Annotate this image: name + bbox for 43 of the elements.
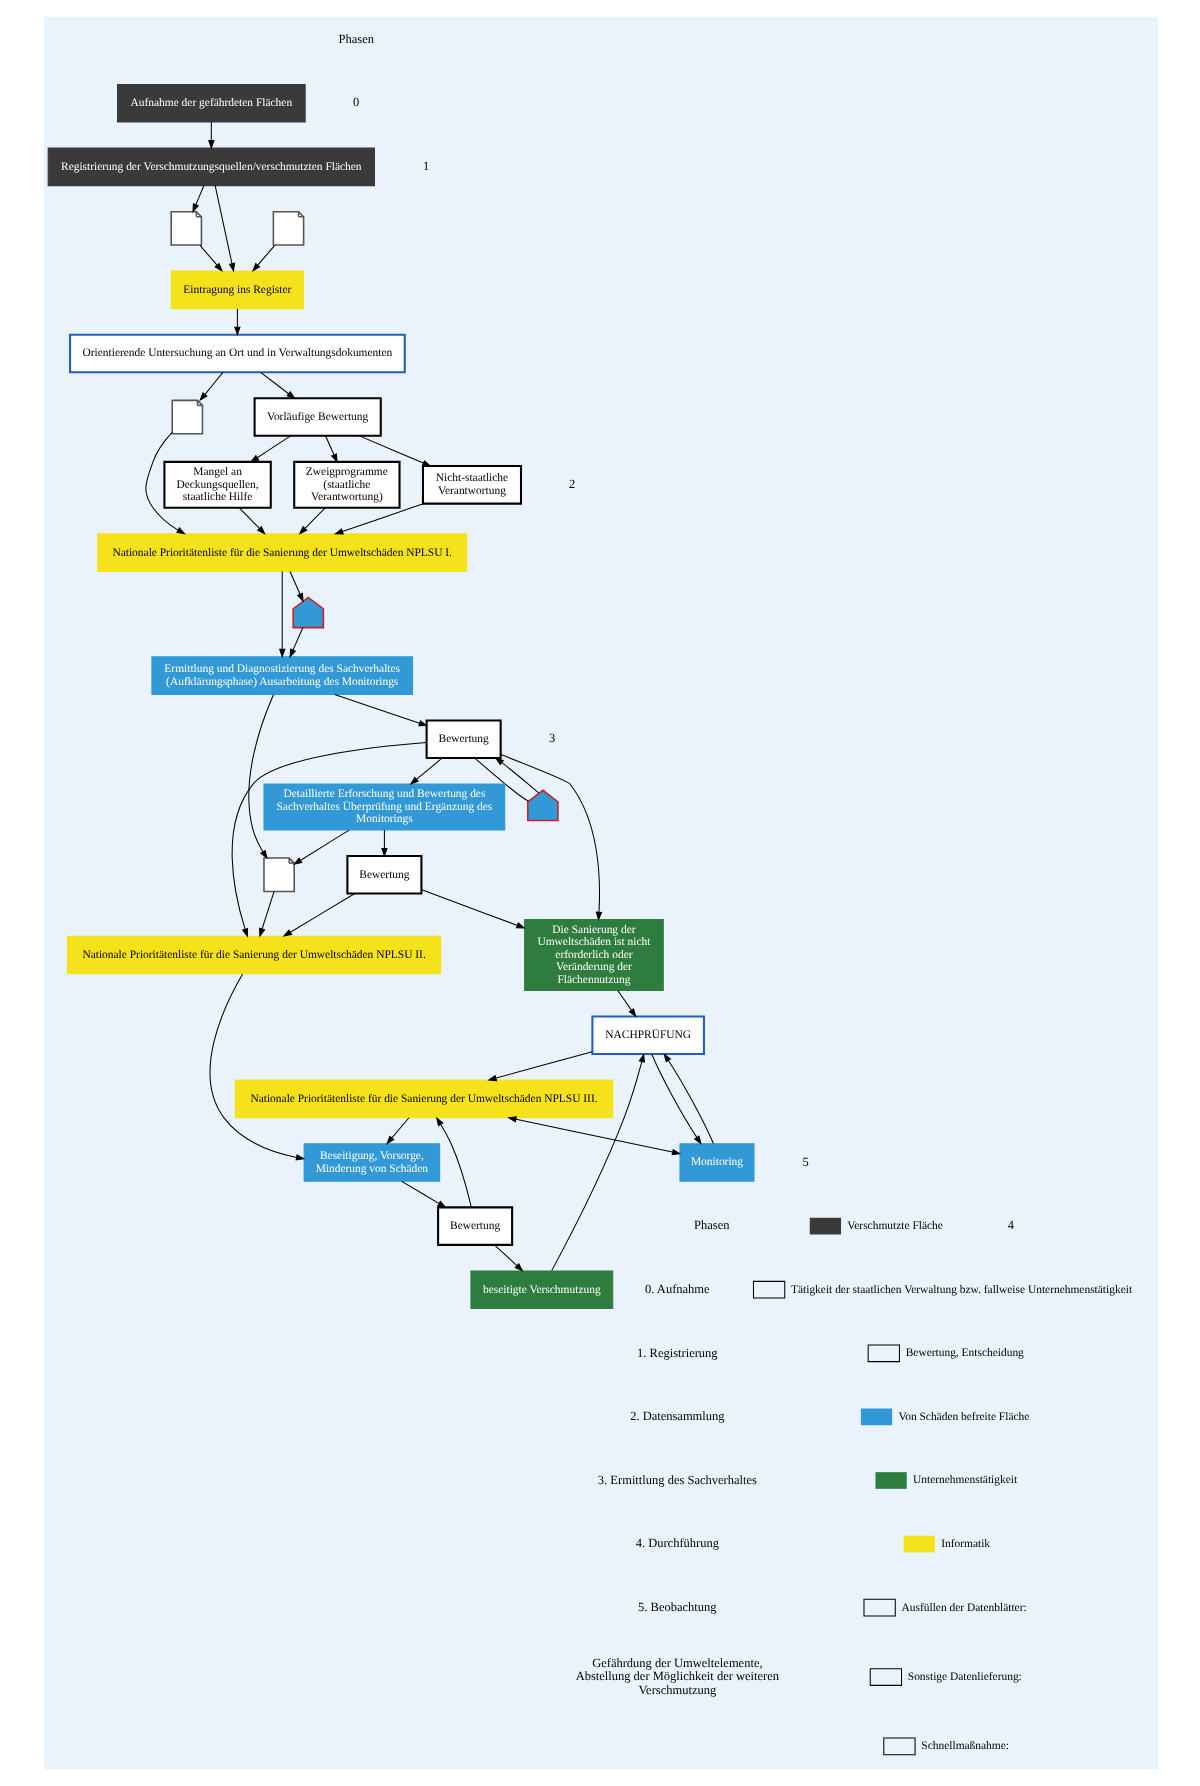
arrow bbox=[499, 754, 602, 922]
connector bbox=[473, 757, 528, 802]
arrow bbox=[400, 1180, 446, 1209]
arrow bbox=[248, 435, 291, 463]
arrow bbox=[291, 829, 349, 866]
arrow bbox=[247, 694, 273, 860]
arrow bbox=[333, 693, 428, 727]
arrow bbox=[198, 244, 222, 272]
arrow bbox=[650, 1053, 701, 1145]
arrow bbox=[277, 570, 285, 659]
arrow bbox=[288, 570, 303, 603]
arrow bbox=[408, 757, 442, 786]
arrow bbox=[486, 1051, 592, 1082]
arrow bbox=[616, 990, 636, 1018]
arrow bbox=[506, 1116, 681, 1156]
arrow bbox=[233, 308, 240, 337]
arrow bbox=[237, 507, 265, 535]
arrow bbox=[230, 742, 426, 938]
arrow bbox=[297, 507, 325, 535]
arrow bbox=[208, 973, 305, 1161]
arrow bbox=[332, 503, 423, 535]
arrow bbox=[662, 1052, 713, 1145]
arrow bbox=[213, 185, 235, 273]
arrow bbox=[207, 121, 214, 150]
arrow bbox=[492, 1244, 523, 1272]
arrow bbox=[259, 371, 295, 400]
arrow bbox=[198, 371, 223, 402]
arrow bbox=[281, 893, 355, 937]
arrow bbox=[250, 244, 275, 272]
node-sign bbox=[525, 789, 558, 822]
arrow bbox=[420, 889, 525, 929]
node-sign bbox=[291, 596, 324, 629]
arrow bbox=[357, 435, 431, 467]
arrow bbox=[258, 891, 274, 938]
arrow bbox=[191, 185, 204, 213]
arrow bbox=[434, 1116, 471, 1208]
arrow bbox=[324, 435, 337, 464]
arrow bbox=[493, 757, 539, 794]
arrow bbox=[550, 1052, 644, 1272]
arrow bbox=[288, 627, 303, 659]
arrow bbox=[385, 1117, 409, 1145]
arrow bbox=[380, 829, 387, 858]
arrow bbox=[144, 431, 185, 535]
